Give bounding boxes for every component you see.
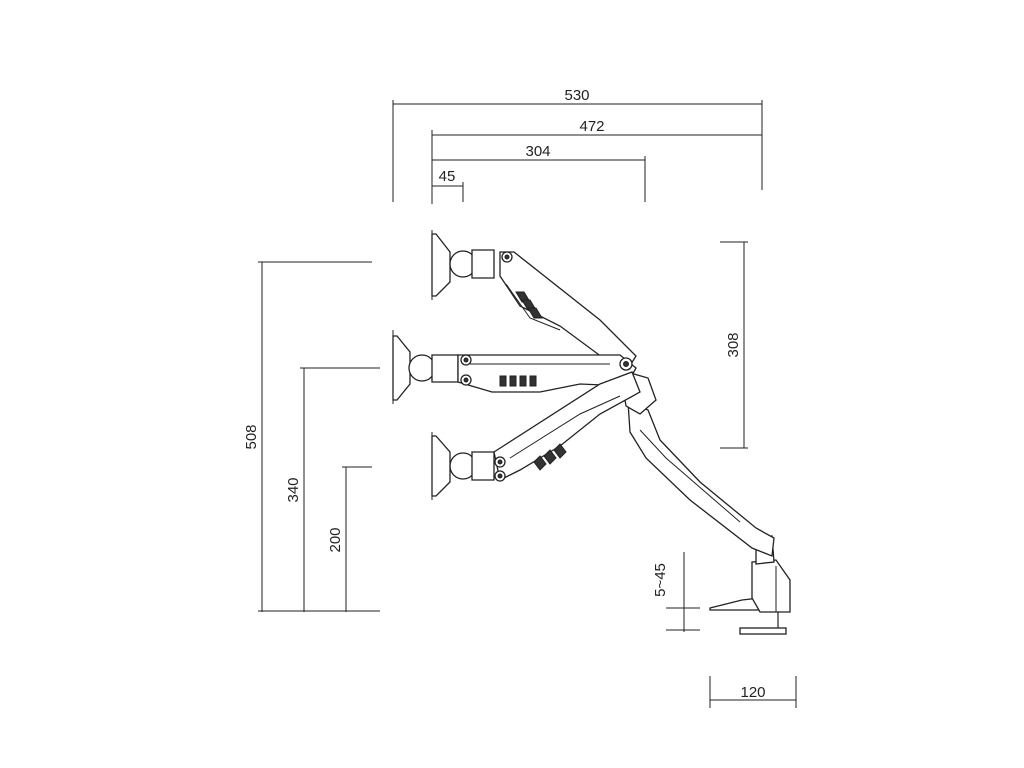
dimension-45: 45 [432,168,464,202]
dimension-45-label: 45 [439,168,456,185]
dimension-530: 530 [392,87,763,202]
upper-arm-middle [457,354,637,393]
dimension-120-label: 120 [740,684,765,701]
clamp-base [709,535,791,635]
dimension-530-label: 530 [564,87,589,104]
dimension-120: 120 [709,676,797,708]
dimension-308-label: 308 [725,332,742,357]
monitor-plate-top [431,230,495,300]
dimension-472-label: 472 [579,118,604,135]
monitor-plate-bottom [431,432,495,500]
dimension-340-label: 340 [285,477,302,502]
upper-arm-bottom [493,371,641,482]
dimension-clamp-label: 5~45 [652,563,669,597]
dimension-200: 200 [327,466,372,612]
dimension-340: 340 [285,367,380,612]
dimension-304: 304 [432,143,646,202]
dimension-200-label: 200 [327,527,344,552]
dimension-508: 508 [243,261,380,612]
monitor-plate-middle [392,330,459,404]
dimension-308: 308 [720,241,748,449]
dimension-508-label: 508 [243,424,260,449]
dimension-304-label: 304 [525,143,550,160]
upper-arm-top [499,251,637,373]
elbow-pivot [619,357,633,371]
lower-arm [619,369,775,557]
dimension-472: 472 [431,118,763,204]
dimension-clamp-range: 5~45 [652,552,700,632]
